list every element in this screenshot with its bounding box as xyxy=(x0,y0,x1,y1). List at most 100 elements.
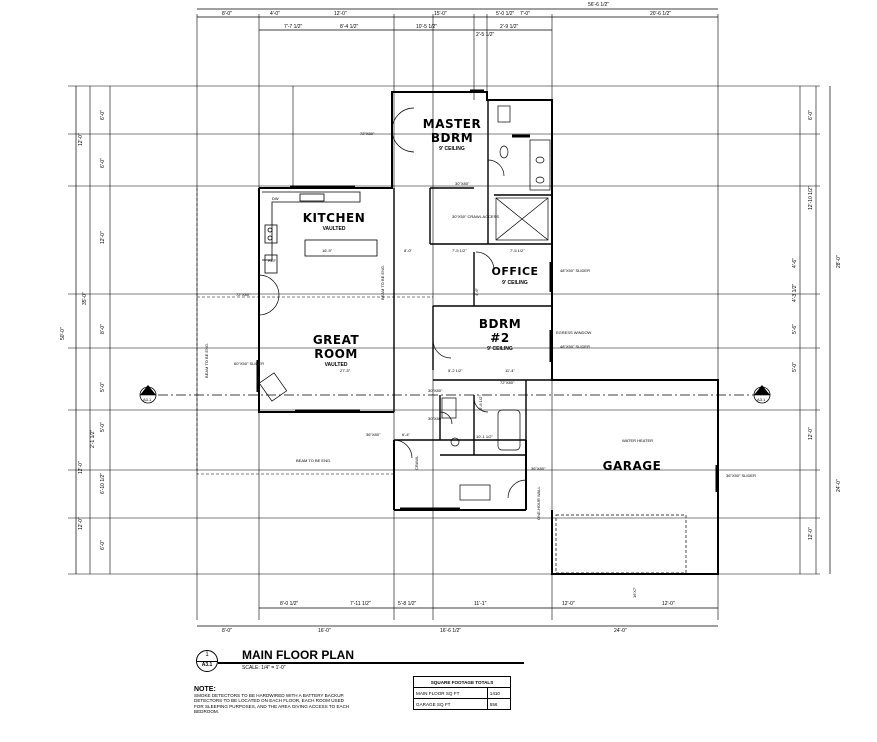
dim-top-4: 15'-0" xyxy=(434,11,447,17)
dim-top-r2-2: 8'-4 1/2" xyxy=(340,24,359,30)
annot-beam-2: BEAM TO BE ENG. xyxy=(380,265,385,300)
annot-slider-bdrm2: 48"X50" SLIDER xyxy=(560,344,590,349)
label-great-sub: VAULTED xyxy=(325,362,348,368)
annot-dim-52: 5'-2 1/2" xyxy=(448,368,463,373)
dim-top-6: 7'-0" xyxy=(520,11,530,17)
annot-ref: REF xyxy=(268,258,277,263)
dim-top-3: 12'-0" xyxy=(334,11,347,17)
label-office-ceiling: 9' CEILING xyxy=(502,280,528,286)
dim-right-3: 4'-6" xyxy=(792,258,798,268)
dim-left-3: 12'-0" xyxy=(100,231,106,244)
dim-top-r2-3: 10'-5 1/2" xyxy=(416,24,437,30)
dim-left-4: 8'-0" xyxy=(100,324,106,334)
dim-left-9: 6'-0" xyxy=(100,540,106,550)
sqft-label: GARAGE SQ FT xyxy=(413,698,488,710)
label-master-ceiling: 9' CEILING xyxy=(439,146,465,152)
sqft-header: SQUARE FOOTAGE TOTALS xyxy=(413,676,511,688)
bottom-dimension-text: 8'-0 1/2" 7'-11 1/2" 5'-8 1/2" 11'-1" 12… xyxy=(222,601,675,634)
title-underline xyxy=(218,662,524,664)
annot-dim-106: 10'-1 1/2" xyxy=(476,434,493,439)
dim-right-8: 12'-0" xyxy=(808,527,814,540)
sqft-value: 1410 xyxy=(486,687,512,699)
dim-top-r2-4: 2'-5 1/2" xyxy=(476,32,495,38)
label-master-bdrm: BDRM xyxy=(431,131,473,145)
annot-dim-80: 8'-0" xyxy=(404,248,413,253)
label-kitchen: KITCHEN xyxy=(303,211,366,225)
annot-crawl: CRAWL xyxy=(414,455,419,470)
annot-slider-garage: 36"X50" SLIDER xyxy=(726,473,756,478)
windows xyxy=(256,89,719,511)
kitchen-counters xyxy=(262,191,378,274)
dim-right-1: 6'-0" xyxy=(808,110,814,120)
dim-left-6: 5'-0" xyxy=(100,422,106,432)
label-master: MASTER xyxy=(423,117,482,131)
annot-dim-75b: 7'-5 1/2" xyxy=(510,248,525,253)
right-dimension-text: 6'-0" 12'-10 1/2" 4'-6" 4'-3 1/2" 5'-6" … xyxy=(792,110,842,540)
sqft-label: MAIN FLOOR SQ FT xyxy=(413,687,488,699)
dim-right-5: 5'-6" xyxy=(792,324,798,334)
dim-top-2: 4'-0" xyxy=(270,11,280,17)
interior-walls xyxy=(393,100,552,456)
dim-top-r2-5: 2'-9 1/2" xyxy=(500,24,519,30)
dim-right-4: 4'-3 1/2" xyxy=(792,283,798,302)
annot-dim-46: 4'-6" xyxy=(474,287,479,296)
dim-left-outer-3: 12'-0" xyxy=(78,517,84,530)
dim-left-5: 5'-0" xyxy=(100,382,106,392)
annot-water-heater: WATER HEATER xyxy=(622,438,653,443)
plan-annotations: 72"X80" 72"X80" 72"X80" 30"X80" 30"X80" … xyxy=(143,131,766,598)
annot-egress: EGRESS WINDOW xyxy=(556,330,592,335)
dim-bot-1: 8'-0 1/2" xyxy=(280,601,299,607)
square-footage-table: SQUARE FOOTAGE TOTALS MAIN FLOOR SQ FT 1… xyxy=(413,676,512,710)
dim-right-6: 5'-0" xyxy=(792,362,798,372)
dim-top-7: 20'-6 1/2" xyxy=(650,11,671,17)
drawing-tag-sheet: A3.1 xyxy=(201,662,213,668)
table-row: GARAGE SQ FT 556 xyxy=(413,698,512,710)
annot-door-72: 72"X80" xyxy=(360,131,375,136)
footing-outline xyxy=(196,188,433,475)
section-marker-left xyxy=(139,385,157,404)
dim-left-1: 6'-0" xyxy=(100,110,106,120)
drawing-tag-divider xyxy=(197,661,217,662)
dim-bot-r2-4: 24'-0" xyxy=(614,628,627,634)
sqft-value: 556 xyxy=(486,698,512,710)
drawing-tag: 1 A3.1 xyxy=(196,650,218,672)
annot-d3080c: 30"X80" xyxy=(428,416,443,421)
section-marker-right xyxy=(753,385,771,404)
dim-bot-4: 11'-1" xyxy=(474,601,487,607)
dim-left-overall: 35'-0" xyxy=(82,292,88,305)
dim-bot-r2-3: 16'-6 1/2" xyxy=(440,628,461,634)
label-great: GREAT xyxy=(313,333,360,347)
label-garage: GARAGE xyxy=(603,459,662,473)
top-dimension-lines xyxy=(75,8,831,627)
label-bdrm2-number: #2 xyxy=(490,331,509,345)
dim-right-7: 12'-0" xyxy=(808,427,814,440)
dim-right-overall-2: 24'-0" xyxy=(836,479,842,492)
bath-fixtures xyxy=(258,105,551,501)
note-body: Smoke detectors to be hardwired with a b… xyxy=(194,693,350,715)
reference-grid xyxy=(68,14,820,620)
section-left-sheet: A3.1 xyxy=(143,397,152,402)
dim-left-8: 6'-10 1/2" xyxy=(100,473,106,494)
dim-top-5: 5'-0 1/2" xyxy=(496,11,515,17)
dim-left-total: 50'-0" xyxy=(60,327,66,340)
annot-dim-114: 11'-4" xyxy=(505,368,515,373)
annot-d3680b: 36"X80" xyxy=(531,466,546,471)
annot-dim-68: 6'-8 1/2" xyxy=(478,395,483,410)
label-office: OFFICE xyxy=(491,265,538,278)
garage-door xyxy=(555,514,687,574)
label-room: ROOM xyxy=(314,347,358,361)
label-kitchen-sub: VAULTED xyxy=(323,226,346,232)
annot-door-72b: 72"X80" xyxy=(236,292,251,297)
room-labels: MASTER BDRM 9' CEILING KITCHEN VAULTED O… xyxy=(303,117,662,473)
section-left-letter: A xyxy=(146,388,149,393)
label-bdrm2: BDRM xyxy=(479,317,521,331)
section-right-letter: A xyxy=(760,388,763,393)
drawing-title-block: 1 A3.1 MAIN FLOOR PLAN SCALE: 1/4" = 1'-… xyxy=(194,648,524,678)
annot-slider-office: 48"X50" SLIDER xyxy=(560,268,590,273)
annot-beam-1: BEAM TO BE ENG. xyxy=(296,458,331,463)
dim-left-outer-1: 12'-0" xyxy=(78,133,84,146)
section-right-sheet: A3.1 xyxy=(757,397,766,402)
note-heading: NOTE: xyxy=(194,686,216,693)
annot-d3680: 36"X80" xyxy=(366,432,381,437)
